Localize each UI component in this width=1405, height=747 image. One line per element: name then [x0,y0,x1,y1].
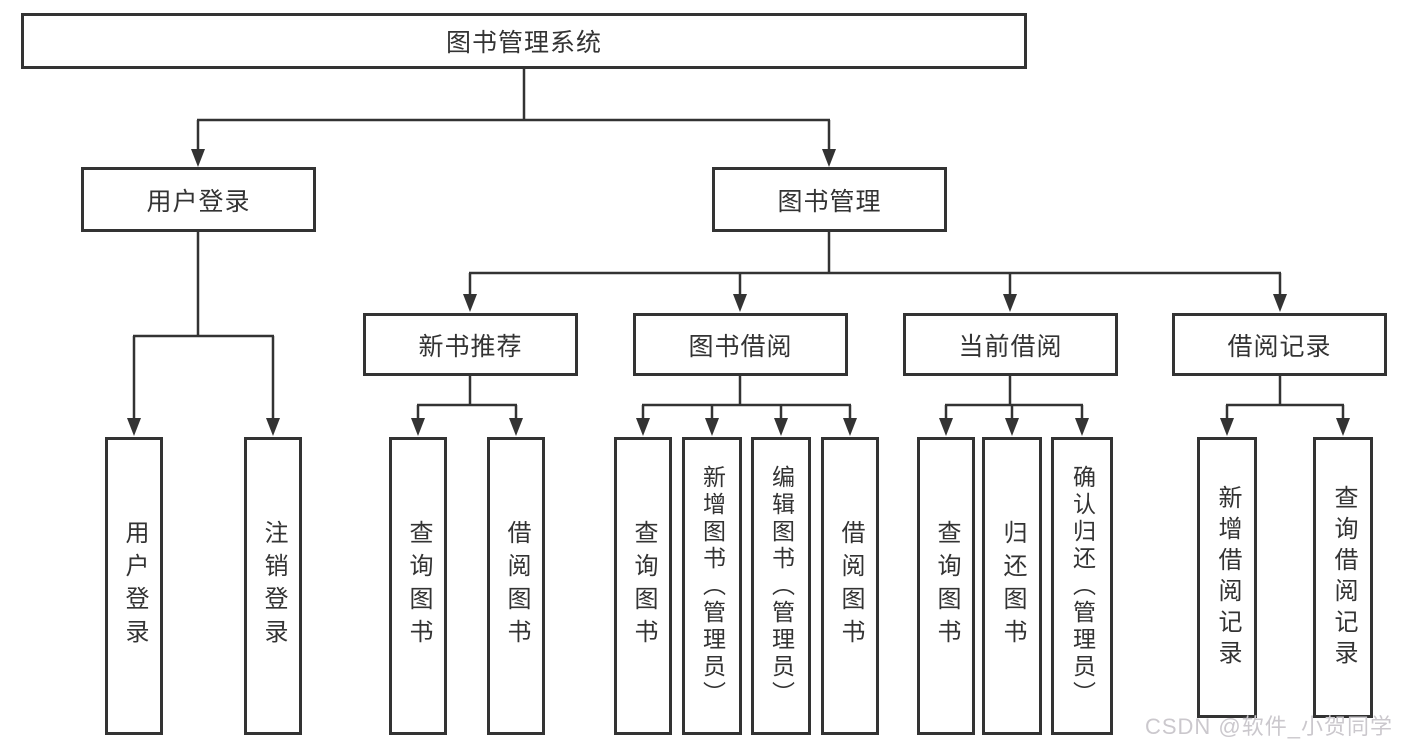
leaf-query-borrow-record: 查询借阅记录 [1313,437,1373,718]
leaf-add-borrow-record: 新增借阅记录 [1197,437,1257,718]
node-library-management-system: 图书管理系统 [21,13,1027,69]
leaf-confirm-return-admin: 确认归还（管理员） [1051,437,1113,735]
node-user-login: 用户登录 [81,167,316,232]
leaf-query-books-2: 查询图书 [614,437,672,735]
node-current-borrowing: 当前借阅 [903,313,1118,376]
leaf-user-login: 用户登录 [105,437,163,735]
node-book-borrowing: 图书借阅 [633,313,848,376]
leaf-borrow-books-2: 借阅图书 [821,437,879,735]
leaf-return-books: 归还图书 [982,437,1042,735]
leaf-logout: 注销登录 [244,437,302,735]
node-borrowing-records: 借阅记录 [1172,313,1387,376]
node-book-management: 图书管理 [712,167,947,232]
leaf-query-books-1: 查询图书 [389,437,447,735]
leaf-query-books-3: 查询图书 [917,437,975,735]
leaf-borrow-books-1: 借阅图书 [487,437,545,735]
leaf-edit-books-admin: 编辑图书（管理员） [751,437,811,735]
watermark: CSDN @软件_小贺同学 [1144,714,1393,739]
leaf-add-books-admin: 新增图书（管理员） [682,437,742,735]
node-new-book-recommendation: 新书推荐 [363,313,578,376]
